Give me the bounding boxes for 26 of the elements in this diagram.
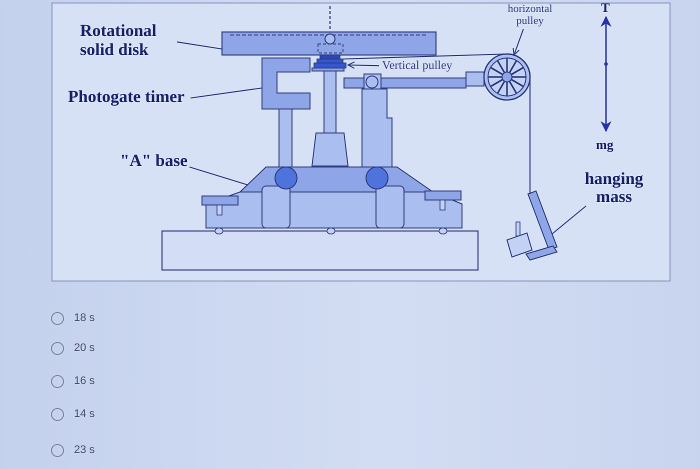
leader-arrow [347,61,380,69]
vertical-pulley [314,54,346,68]
table-slab [161,230,479,271]
string [342,53,531,194]
part-label: horizontal pulley [497,3,563,27]
part-label: "A" base [120,151,188,171]
option-text: 14 s [74,407,95,421]
option-text: 23 s [74,443,95,457]
option-text: 16 s [74,374,95,388]
pulley-wheel [483,53,531,101]
part-label: Vertical pulley [382,58,452,72]
force-label: T [601,0,610,15]
leader-line [552,206,586,234]
hanging-mass [506,190,558,261]
base-stand-drawing [202,166,462,234]
part-label: Photogate timer [68,87,185,107]
leader-line [190,87,262,99]
leader-line [176,41,222,50]
leader-arrow [512,28,524,56]
leader-line [189,166,248,186]
option-text: 18 s [74,311,95,325]
force-label: mg [596,137,614,152]
option-text: 20 s [74,341,95,355]
part-label: hanging mass [574,170,654,206]
part-label: Rotational solid disk [80,21,175,59]
photogate [262,58,310,110]
